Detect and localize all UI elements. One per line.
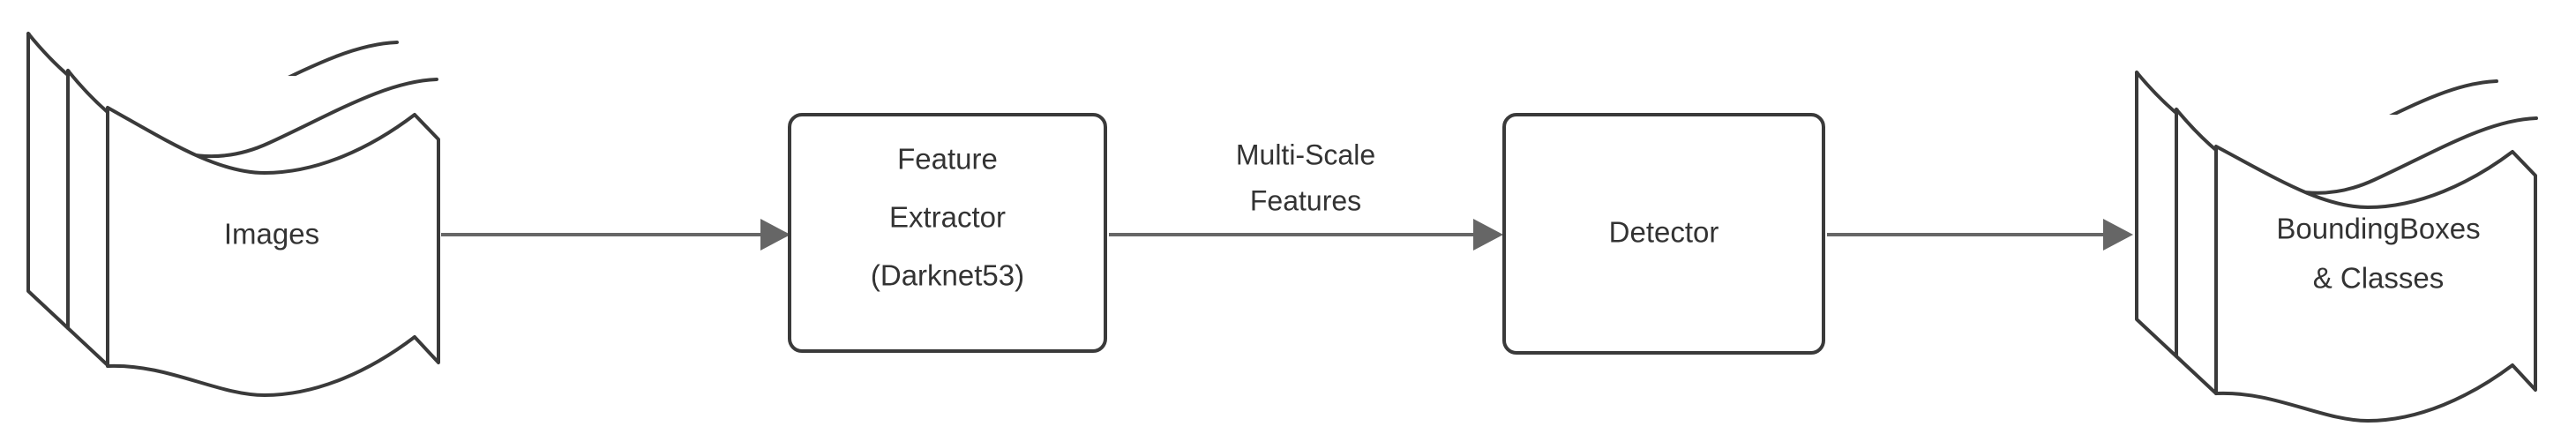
edge1-arrowhead-icon — [760, 219, 790, 251]
feature-extractor-label-line3: (Darknet53) — [871, 259, 1024, 292]
edge-detector-to-outputs[interactable] — [1827, 219, 2133, 251]
node-feature-extractor[interactable]: Feature Extractor (Darknet53) — [788, 113, 1107, 353]
outputs-doc-layer-middle — [2175, 108, 2218, 395]
outputs-label-line2: & Classes — [2313, 262, 2445, 295]
outputs-doc-layer-back — [2135, 71, 2178, 358]
edge2-arrowhead-icon — [1473, 219, 1503, 251]
detector-box — [1502, 113, 1825, 355]
images-doc-layer-back — [26, 32, 70, 330]
edge-feature-extractor-to-detector[interactable]: Multi-Scale Features — [1109, 138, 1503, 251]
feature-extractor-box — [788, 113, 1107, 353]
edge-images-to-feature-extractor[interactable] — [441, 219, 790, 251]
feature-extractor-label-line2: Extractor — [889, 201, 1006, 234]
images-doc-front — [106, 106, 440, 397]
outputs-label-line1: BoundingBoxes — [2276, 213, 2480, 245]
edge3-arrowhead-icon — [2103, 219, 2133, 251]
node-outputs[interactable]: BoundingBoxes & Classes — [2135, 71, 2538, 423]
images-label: Images — [224, 218, 319, 251]
detector-label: Detector — [1609, 216, 1719, 249]
feature-extractor-label-line1: Feature — [897, 143, 998, 176]
node-detector[interactable]: Detector — [1502, 113, 1825, 355]
edge2-label-line1: Multi-Scale — [1236, 138, 1375, 170]
node-images[interactable]: Images — [26, 32, 440, 397]
edge2-label-line2: Features — [1250, 184, 1361, 216]
outputs-doc-front — [2214, 145, 2537, 423]
images-doc-layer-middle — [66, 69, 109, 367]
